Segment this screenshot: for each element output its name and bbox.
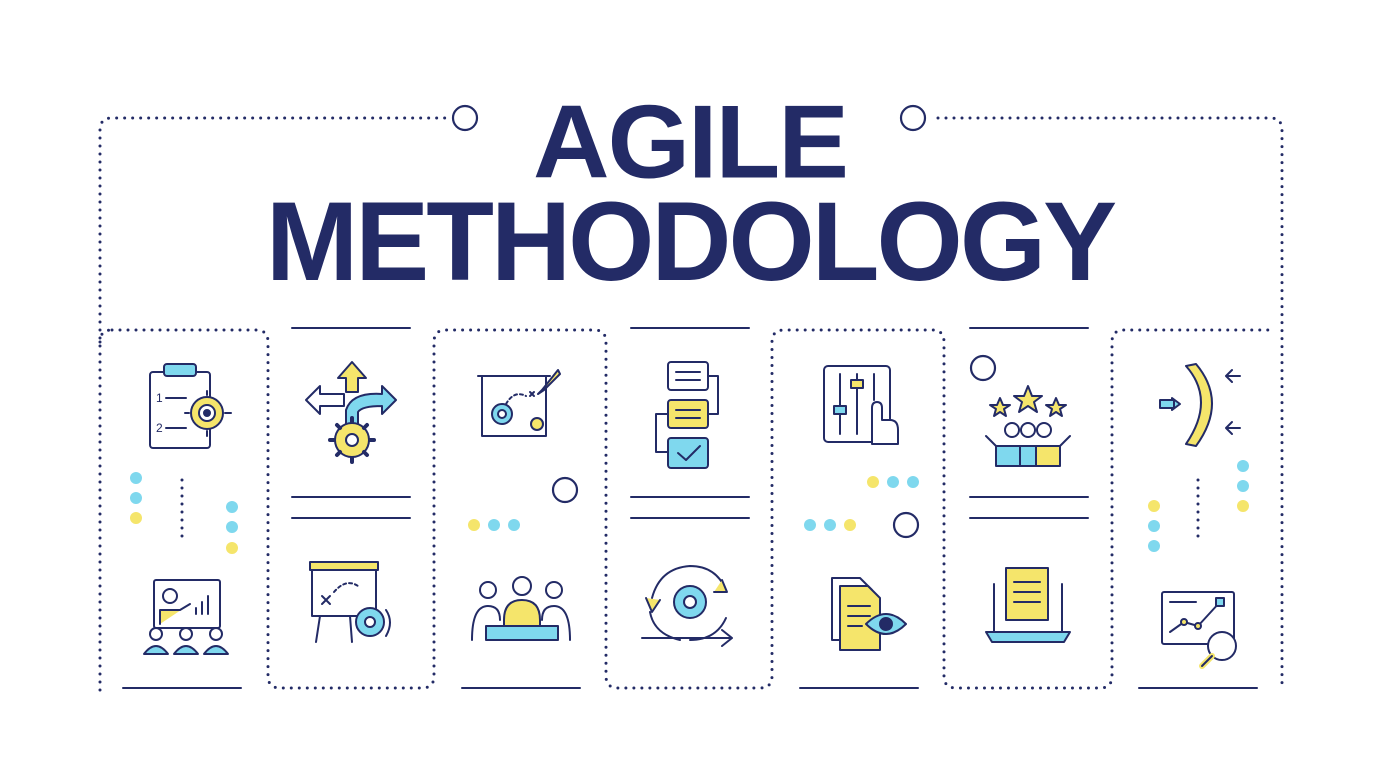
svg-text:1: 1 <box>156 391 163 405</box>
ring-marker <box>451 104 479 132</box>
ring-marker <box>551 476 579 504</box>
colored-dots <box>130 460 1249 554</box>
strategy-board-icon <box>477 369 561 437</box>
document-review-icon <box>831 577 907 651</box>
clipboard-target-icon: 1 2 <box>149 363 232 449</box>
touch-control-panel-icon <box>823 365 899 445</box>
frame-right-dotted <box>936 116 1284 692</box>
title-line-agile: AGILE <box>533 84 849 200</box>
svg-text:2: 2 <box>156 421 163 435</box>
frame-left-dotted <box>98 116 448 692</box>
presentation-settings-icon <box>309 561 391 643</box>
ring-marker <box>892 511 920 539</box>
panels-dotted-border <box>110 328 1272 690</box>
title-line-methodology: METHODOLOGY <box>265 179 1117 304</box>
presentation-team-icon <box>143 579 229 655</box>
adaptation-pressure-icon <box>1159 363 1241 447</box>
data-analysis-icon <box>1161 591 1237 669</box>
workflow-checklist-icon <box>655 361 719 469</box>
iterative-cycle-icon <box>641 565 733 647</box>
customer-rating-icon <box>985 385 1071 467</box>
laptop-document-icon <box>985 567 1071 643</box>
team-meeting-icon <box>471 576 571 641</box>
ring-marker <box>969 354 997 382</box>
direction-arrows-gear-icon <box>305 361 397 464</box>
ring-marker <box>899 104 927 132</box>
